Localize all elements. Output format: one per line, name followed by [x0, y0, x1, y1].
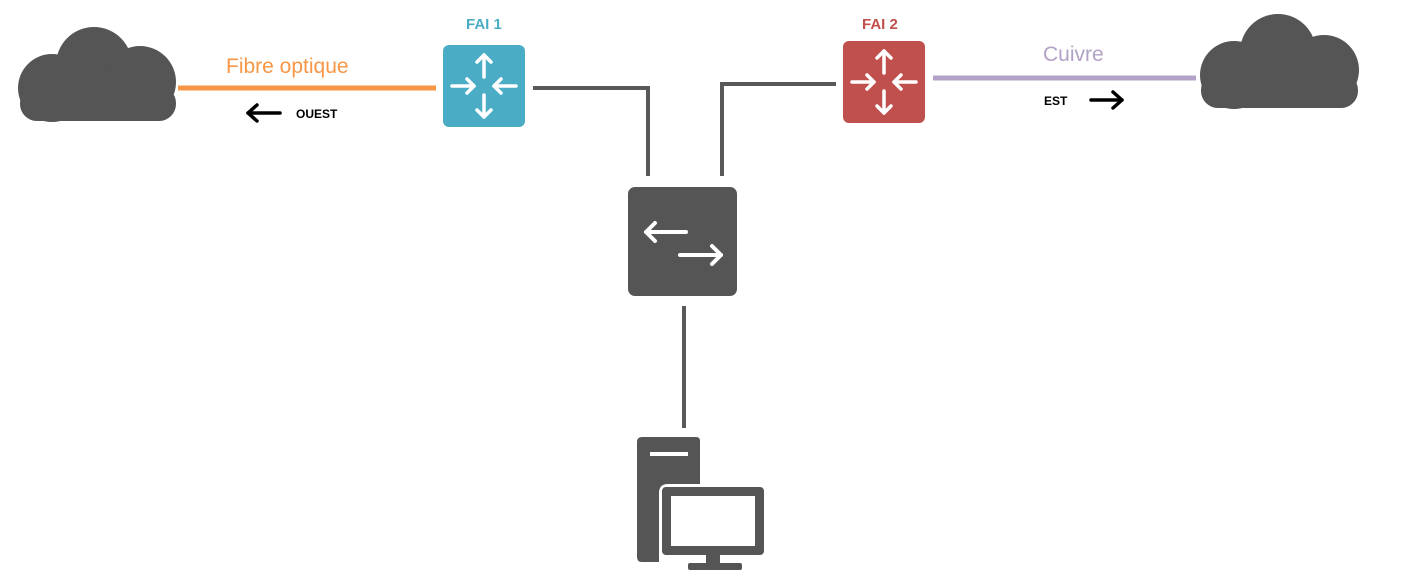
router-icon-fai1[interactable] — [443, 45, 525, 127]
router-label-fai2: FAI 2 — [862, 16, 898, 33]
cloud-icon-west — [18, 27, 176, 122]
direction-east-label: EST — [1044, 94, 1068, 108]
arrow-right-icon — [1089, 90, 1124, 110]
router-icon-fai2[interactable] — [843, 41, 925, 123]
router-label-fai1: FAI 1 — [466, 16, 502, 33]
switch-icon[interactable] — [628, 187, 737, 296]
copper-link-label: Cuivre — [1043, 43, 1104, 66]
wire-fai1-switch — [533, 86, 650, 176]
direction-west-label: OUEST — [296, 107, 338, 121]
wire-fai2-switch — [720, 82, 836, 176]
arrow-left-icon — [246, 103, 282, 123]
workstation-icon[interactable] — [637, 437, 764, 570]
fibre-link-label: Fibre optique — [226, 55, 349, 78]
cloud-icon-east — [1200, 14, 1359, 109]
